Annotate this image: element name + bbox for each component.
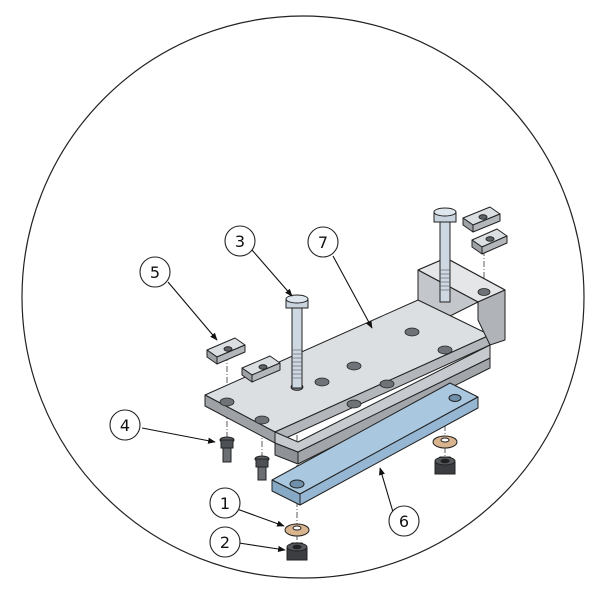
callout-7-label: 7 — [318, 233, 328, 252]
leader-7 — [332, 255, 373, 329]
callout-3: 3 — [224, 225, 256, 257]
callout-4: 4 — [109, 409, 141, 441]
callout-3-label: 3 — [235, 232, 245, 251]
callout-5: 5 — [139, 256, 171, 288]
callout-2-label: 2 — [220, 533, 230, 552]
slotted-plates-part-5 — [206, 206, 508, 383]
callout-5-label: 5 — [150, 263, 160, 282]
nuts-part-2 — [286, 456, 456, 561]
callout-7: 7 — [307, 226, 339, 258]
hex-bolts-part-3 — [285, 207, 457, 389]
washers-part-1 — [284, 435, 458, 537]
callout-2: 2 — [209, 526, 241, 558]
leader-3 — [251, 249, 293, 297]
leader-1 — [236, 508, 285, 527]
leader-6 — [379, 467, 394, 513]
leader-2 — [238, 542, 286, 553]
blue-plate-part-6 — [271, 382, 479, 506]
callout-1: 1 — [209, 487, 241, 519]
leader-4 — [141, 427, 216, 444]
callout-6: 6 — [388, 505, 420, 537]
leader-lines — [141, 249, 394, 553]
screws-part-4 — [219, 436, 270, 481]
callout-balloons: 1 2 3 4 5 6 7 — [109, 225, 420, 558]
callout-1-label: 1 — [220, 494, 230, 513]
callout-4-label: 4 — [120, 416, 130, 435]
callout-6-label: 6 — [399, 512, 409, 531]
leader-5 — [167, 281, 218, 341]
